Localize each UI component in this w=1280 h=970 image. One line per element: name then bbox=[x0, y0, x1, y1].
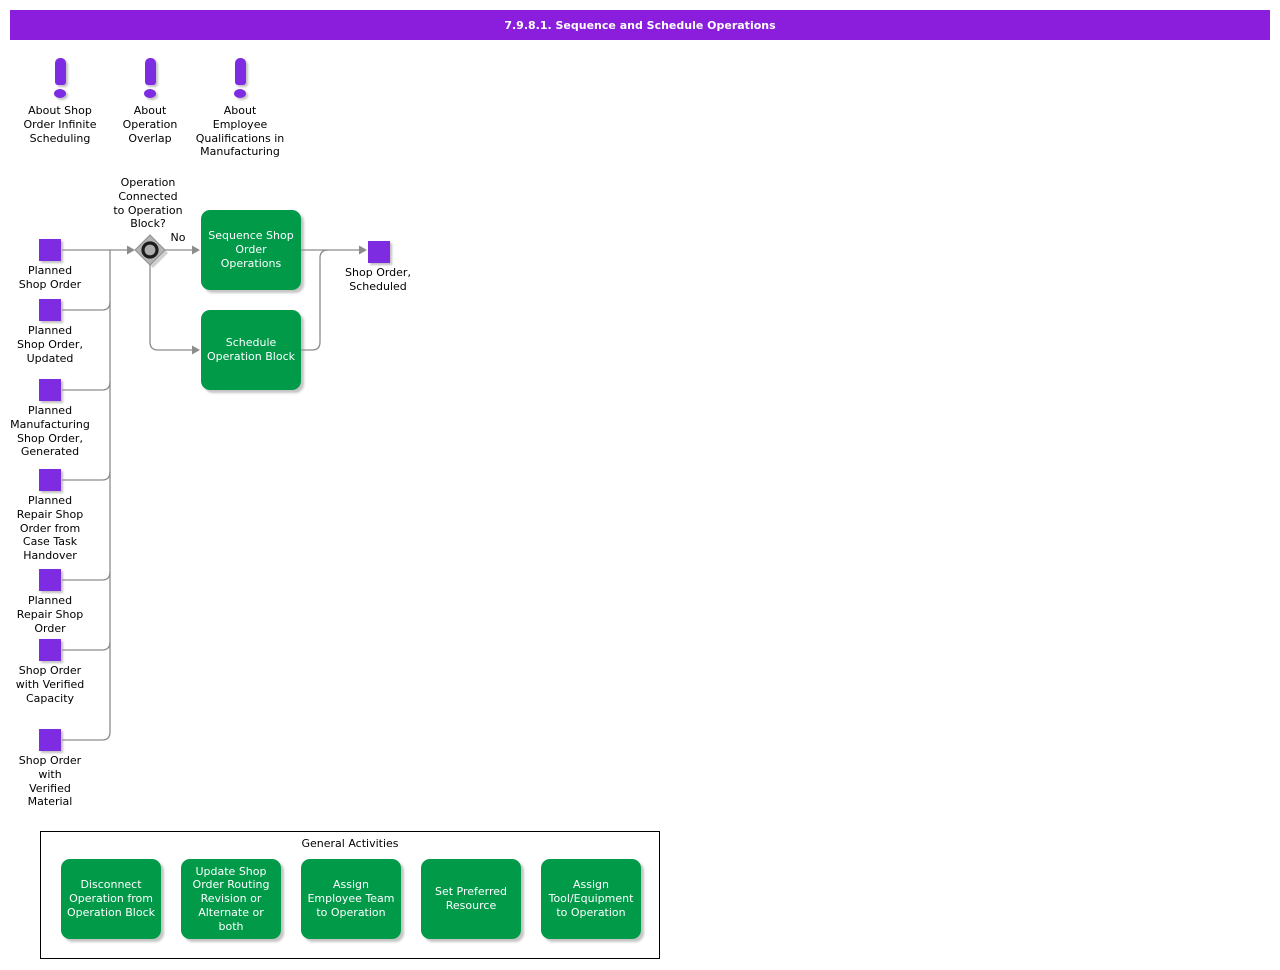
note-label: About Employee Qualifications in Manufac… bbox=[195, 104, 285, 159]
note-about-employee-qualifications: About Employee Qualifications in Manufac… bbox=[178, 58, 302, 159]
activity-update-shop-order-routing-revision-or-alternate[interactable]: Update Shop Order Routing Revision or Al… bbox=[181, 859, 281, 939]
exclamation-dot bbox=[54, 89, 66, 98]
input-node-label: Planned Shop Order bbox=[18, 264, 82, 291]
activity-label: Sequence Shop Order Operations bbox=[208, 229, 294, 270]
exclamation-bar bbox=[144, 58, 156, 85]
activity-label: Disconnect Operation from Operation Bloc… bbox=[67, 878, 155, 919]
activity-label: Assign Tool/Equipment to Operation bbox=[548, 878, 634, 919]
input-node-planned-repair-shop-order-from-case-task-handover[interactable] bbox=[39, 469, 61, 491]
activity-sequence-shop-order-operations[interactable]: Sequence Shop Order Operations bbox=[201, 210, 301, 290]
input-node-planned-shop-order[interactable] bbox=[39, 239, 61, 261]
activity-disconnect-operation-from-operation-block[interactable]: Disconnect Operation from Operation Bloc… bbox=[61, 859, 161, 939]
input-node-label: Planned Manufacturing Shop Order, Genera… bbox=[10, 404, 90, 459]
input-node-label: Planned Repair Shop Order from Case Task… bbox=[16, 494, 84, 562]
decision-question-label: Operation Connected to Operation Block? bbox=[113, 176, 183, 231]
activity-set-preferred-resource[interactable]: Set Preferred Resource bbox=[421, 859, 521, 939]
page-title: 7.9.8.1. Sequence and Schedule Operation… bbox=[504, 18, 776, 32]
input-node-label: Shop Order with Verified Capacity bbox=[15, 664, 85, 705]
activity-schedule-operation-block[interactable]: Schedule Operation Block bbox=[201, 310, 301, 390]
note-about-shop-order-infinite-scheduling: About Shop Order Infinite Scheduling bbox=[8, 58, 112, 145]
exclamation-icon[interactable] bbox=[54, 58, 66, 104]
activity-label: Set Preferred Resource bbox=[434, 885, 508, 912]
input-node-label: Planned Repair Shop Order bbox=[16, 594, 84, 635]
decision-diamond bbox=[134, 234, 168, 268]
input-node-planned-manufacturing-shop-order-generated[interactable] bbox=[39, 379, 61, 401]
input-node-label: Planned Shop Order, Updated bbox=[17, 324, 83, 365]
activity-assign-tool-equipment-to-operation[interactable]: Assign Tool/Equipment to Operation bbox=[541, 859, 641, 939]
input-node-label: Shop Order with Verified Material bbox=[18, 754, 82, 809]
activity-assign-employee-team-to-operation[interactable]: Assign Employee Team to Operation bbox=[301, 859, 401, 939]
exclamation-icon[interactable] bbox=[234, 58, 246, 104]
input-node-planned-shop-order-updated[interactable] bbox=[39, 299, 61, 321]
branch-label-no: No bbox=[170, 231, 186, 244]
input-node-planned-repair-shop-order[interactable] bbox=[39, 569, 61, 591]
exclamation-bar bbox=[54, 58, 66, 85]
activity-label: Update Shop Order Routing Revision or Al… bbox=[192, 864, 270, 933]
activity-label: Assign Employee Team to Operation bbox=[307, 878, 395, 919]
activity-label: Schedule Operation Block bbox=[207, 336, 295, 363]
input-node-shop-order-with-verified-material[interactable] bbox=[39, 729, 61, 751]
general-activities-panel: General Activities Disconnect Operation … bbox=[40, 831, 660, 959]
exclamation-dot bbox=[144, 89, 156, 98]
general-activities-title: General Activities bbox=[301, 837, 399, 850]
note-label: About Shop Order Infinite Scheduling bbox=[23, 104, 97, 145]
note-label: About Operation Overlap bbox=[122, 104, 178, 145]
note-about-operation-overlap: About Operation Overlap bbox=[98, 58, 202, 145]
output-node-shop-order-scheduled[interactable] bbox=[368, 241, 390, 263]
exclamation-dot bbox=[234, 89, 246, 98]
header-bar: 7.9.8.1. Sequence and Schedule Operation… bbox=[10, 10, 1270, 40]
exclamation-bar bbox=[234, 58, 246, 85]
gateway-circle-icon bbox=[141, 241, 159, 259]
exclamation-icon[interactable] bbox=[144, 58, 156, 104]
output-node-label: Shop Order, Scheduled bbox=[345, 266, 411, 293]
input-node-shop-order-with-verified-capacity[interactable] bbox=[39, 639, 61, 661]
